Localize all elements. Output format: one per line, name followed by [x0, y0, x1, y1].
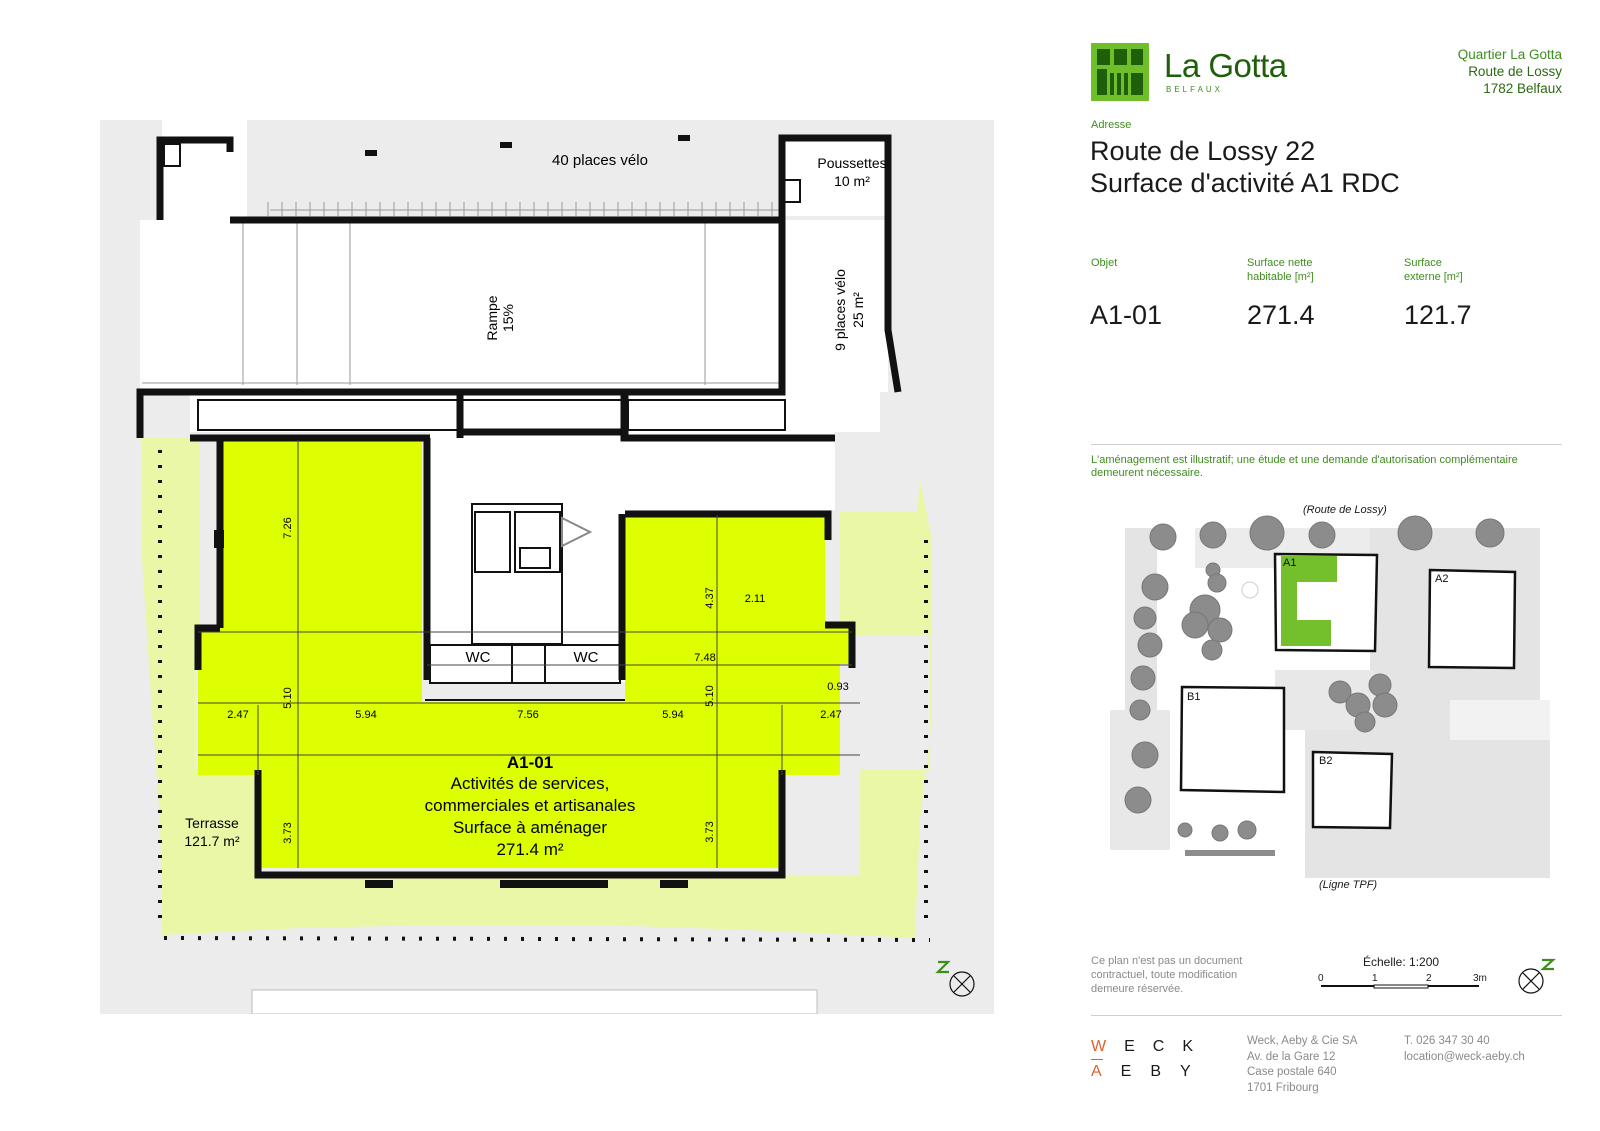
- wc-left-label: WC: [466, 649, 491, 666]
- scale-tick-3: 3m: [1473, 973, 1487, 984]
- logo-mark-icon: [1097, 49, 1143, 95]
- rampe-pct: 15%: [500, 304, 516, 332]
- agency-email[interactable]: location@weck-aeby.ch: [1404, 1050, 1525, 1063]
- quartier-city: 1782 Belfaux: [1483, 81, 1562, 96]
- agency-logo-b: B: [1150, 1063, 1162, 1080]
- object-label: Objet: [1091, 257, 1118, 269]
- ext-label-1: Surface: [1404, 257, 1442, 269]
- dim-437: 4.37: [704, 587, 716, 608]
- contract-line3: demeure réservée.: [1091, 983, 1184, 995]
- dim-247a: 2.47: [227, 709, 248, 721]
- terrace-label: Terrasse: [185, 815, 239, 831]
- dim-510b: 5.10: [704, 685, 716, 706]
- brand-name: La Gotta: [1164, 47, 1287, 84]
- agency-box: Case postale 640: [1247, 1066, 1337, 1078]
- quartier-street: Route de Lossy: [1468, 64, 1562, 79]
- disclaimer-line1: L'aménagement est illustratif; une étude…: [1091, 454, 1518, 466]
- address-line2: Surface d'activité A1 RDC: [1090, 168, 1400, 198]
- net-label-2: habitable [m²]: [1247, 271, 1314, 283]
- unit-line2: commerciales et artisanales: [425, 796, 636, 815]
- unit-area: 271.4 m²: [496, 840, 563, 859]
- siteplan-b2: B2: [1319, 755, 1332, 767]
- agency-logo-w: W: [1091, 1038, 1107, 1055]
- siteplan-b1: B1: [1187, 691, 1200, 703]
- siteplan-road-top: (Route de Lossy): [1303, 504, 1387, 516]
- dim-748: 7.48: [694, 652, 715, 664]
- scale-tick-0: 0: [1318, 973, 1324, 984]
- unit-line1: Activités de services,: [451, 774, 610, 793]
- agency-logo-c: C: [1152, 1038, 1165, 1055]
- dim-594a: 5.94: [355, 709, 376, 721]
- disclaimer: L'aménagement est illustratif; une étude…: [1091, 454, 1518, 480]
- agency-street: Av. de la Gare 12: [1247, 1050, 1336, 1063]
- agency-logo-rule: [1091, 1059, 1103, 1060]
- terrace-area: 121.7 m²: [184, 833, 240, 849]
- divider-top: [1091, 444, 1562, 445]
- bike9-area: 25 m²: [850, 292, 866, 328]
- address-label: Adresse: [1091, 119, 1132, 131]
- poussettes-area: 10 m²: [834, 173, 870, 189]
- brand-logo: [1091, 43, 1149, 101]
- floor-plan: 40 places vélo Poussettes 10 m² Rampe 15…: [100, 120, 994, 1014]
- quartier-name: Quartier La Gotta: [1457, 47, 1562, 62]
- rampe-label: Rampe: [484, 295, 500, 340]
- agency-logo-a: A: [1091, 1063, 1102, 1080]
- dim-093: 0.93: [827, 681, 848, 693]
- dim-373a: 3.73: [282, 822, 294, 843]
- dim-756: 7.56: [517, 709, 538, 721]
- contract-line1: Ce plan n'est pas un document: [1091, 955, 1243, 967]
- dim-594b: 5.94: [662, 709, 683, 721]
- unit-line3: Surface à aménager: [453, 818, 607, 837]
- wc-right-label: WC: [574, 649, 599, 666]
- ext-value: 121.7: [1404, 300, 1472, 330]
- net-value: 271.4: [1247, 300, 1315, 330]
- siteplan-a2: A2: [1435, 573, 1448, 585]
- dim-373b: 3.73: [704, 821, 716, 842]
- agency-logo: W E C K A E B Y: [1091, 1035, 1193, 1084]
- agency-contact: T. 026 347 30 40 location@weck-aeby.ch: [1404, 1034, 1525, 1065]
- divider-bottom: [1091, 1015, 1562, 1016]
- site-plan: A1 A2 B1 B2: [1105, 500, 1550, 900]
- address-line1: Route de Lossy 22: [1090, 136, 1316, 166]
- object-value: A1-01: [1090, 300, 1163, 330]
- agency-city: 1701 Fribourg: [1247, 1081, 1319, 1094]
- disclaimer-line2: demeurent nécessaire.: [1091, 467, 1203, 479]
- poussettes-label: Poussettes: [817, 155, 886, 171]
- dim-211: 2.11: [745, 593, 766, 605]
- net-label-1: Surface nette: [1247, 257, 1313, 269]
- north-arrow-icon: [1515, 955, 1559, 995]
- agency-logo-y: Y: [1180, 1063, 1191, 1080]
- agency-logo-e1: E: [1124, 1038, 1135, 1055]
- scale-title: Échelle: 1:200: [1363, 955, 1440, 969]
- bike40-label: 40 places vélo: [552, 152, 648, 169]
- quartier-block: Quartier La Gotta Route de Lossy 1782 Be…: [1458, 46, 1562, 97]
- agency-address: Weck, Aeby & Cie SA Av. de la Gare 12 Ca…: [1247, 1034, 1357, 1096]
- contract-line2: contractuel, toute modification: [1091, 969, 1238, 981]
- dim-726: 7.26: [282, 517, 294, 538]
- siteplan-a1: A1: [1283, 557, 1296, 569]
- dim-510a: 5.10: [282, 687, 294, 708]
- agency-logo-e2: E: [1120, 1063, 1132, 1080]
- scale-bar: [1320, 974, 1480, 990]
- ext-label-2: externe [m²]: [1404, 271, 1463, 283]
- scale-tick-2: 2: [1426, 973, 1432, 984]
- dim-247b: 2.47: [820, 709, 841, 721]
- agency-logo-k: K: [1182, 1038, 1194, 1055]
- brand-sub: BELFAUX: [1166, 85, 1224, 94]
- agency-phone[interactable]: T. 026 347 30 40: [1404, 1035, 1490, 1047]
- agency-name: Weck, Aeby & Cie SA: [1247, 1035, 1358, 1047]
- unit-id: A1-01: [507, 753, 553, 772]
- bike9-label: 9 places vélo: [832, 269, 848, 351]
- siteplan-road-bottom: (Ligne TPF): [1319, 879, 1378, 891]
- plan-north-arrow-icon: [935, 960, 975, 997]
- agency-logo-row1: W E C K: [1091, 1035, 1193, 1059]
- agency-logo-row2: A E B Y: [1091, 1060, 1193, 1084]
- scale-tick-1: 1: [1372, 973, 1378, 984]
- contract-note: Ce plan n'est pas un document contractue…: [1091, 954, 1242, 996]
